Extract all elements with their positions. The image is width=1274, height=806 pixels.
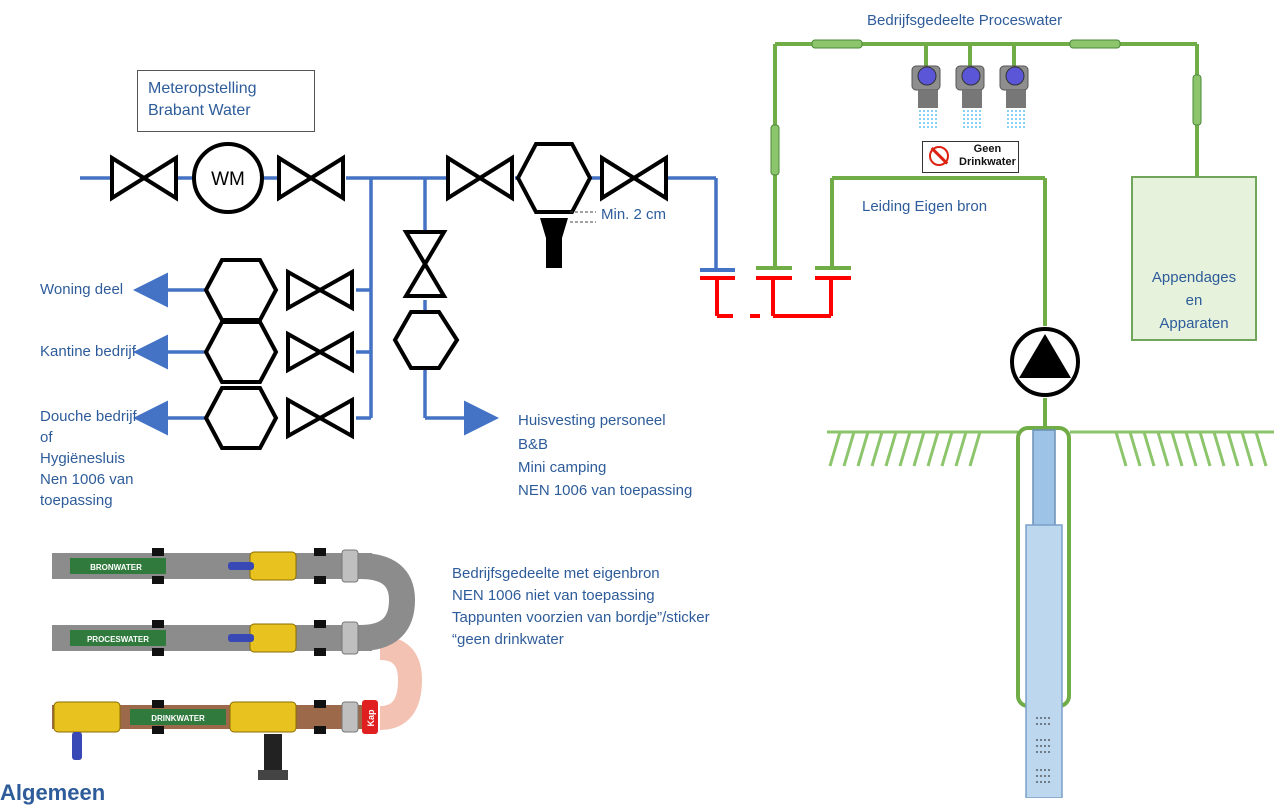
- outlet-douche-label-4: Nen 1006 van: [40, 471, 134, 488]
- backflow-preventer-icon: [392, 310, 460, 370]
- notes-line2: NEN 1006 niet van toepassing: [452, 587, 655, 604]
- meter-box-line2: Brabant Water: [148, 102, 251, 119]
- valve-icon: [402, 230, 448, 298]
- huisvesting-label-2: B&B: [518, 436, 549, 453]
- outlet-douche-label-2: of: [40, 429, 53, 446]
- ground-hatching: [827, 430, 1274, 467]
- outlet-kantine-group: [203, 320, 354, 384]
- proceswater-pipe-label: PROCESWATER: [87, 635, 149, 644]
- outlet-douche-label-5: toepassing: [40, 492, 113, 509]
- valve-icon: [446, 154, 514, 202]
- notes-line4: “geen drinkwater: [452, 631, 564, 648]
- notes-line1: Bedrijfsgedeelte met eigenbron: [452, 565, 660, 582]
- pump-icon: [1010, 327, 1080, 397]
- meter-setup-box: Meteropstelling Brabant Water: [137, 70, 315, 132]
- backflow-preventer-icon: [515, 142, 596, 268]
- disconnection-piece: [700, 266, 851, 318]
- pipe-illustration: BRONWATER PROCESWATER DRINKWATER: [52, 548, 423, 780]
- no-drink-icon: [929, 146, 949, 166]
- appendages-line1: Appendages: [1151, 269, 1237, 286]
- valve-icon: [600, 154, 668, 202]
- notes-line3: Tappunten voorzien van bordje”/sticker: [452, 609, 710, 626]
- appendages-line2: en: [1185, 292, 1203, 309]
- kap-label: Kap: [366, 709, 376, 727]
- outlet-woning-label: Woning deel: [40, 281, 124, 298]
- appendages-box: Appendages en Apparaten: [1131, 176, 1257, 341]
- pipe-marker-group: [770, 39, 1202, 176]
- outlet-douche-label-3: Hygiënesluis: [40, 450, 126, 467]
- sign-line2: Drinkwater: [959, 156, 1016, 168]
- water-meter-icon: WM: [192, 142, 264, 214]
- huisvesting-label-4: NEN 1006 van toepassing: [518, 482, 693, 499]
- outlet-douche-group: [203, 386, 354, 450]
- appendages-line3: Apparaten: [1159, 315, 1229, 332]
- outlet-douche-label-1: Douche bedrijf: [40, 408, 137, 425]
- huisvesting-label-3: Mini camping: [518, 459, 607, 476]
- no-drinking-water-sign: Geen Drinkwater: [922, 141, 1019, 173]
- huisvesting-label-1: Huisvesting personeel: [518, 412, 666, 429]
- min-distance-label: Min. 2 cm: [601, 206, 667, 223]
- bronwater-pipe-label: BRONWATER: [90, 563, 142, 572]
- process-water-title: Bedrijfsgedeelte Proceswater: [867, 12, 1063, 29]
- tap-icon: [999, 65, 1029, 130]
- valve-icon: [277, 154, 345, 202]
- drinkwater-pipe-label: DRINKWATER: [151, 714, 205, 723]
- section-heading: Algemeen: [0, 780, 106, 805]
- outlet-woning-group: [203, 258, 354, 322]
- well-casing: [1016, 426, 1071, 798]
- meter-box-line1: Meteropstelling: [148, 80, 257, 97]
- sign-line1: Geen: [973, 143, 1002, 155]
- outlet-kantine-label: Kantine bedrijf: [40, 343, 136, 360]
- valve-icon: [110, 154, 178, 202]
- tap-icon: [911, 65, 941, 130]
- meter-symbol: WM: [211, 169, 245, 190]
- eigen-bron-label: Leiding Eigen bron: [862, 198, 988, 215]
- tap-icon: [955, 65, 985, 130]
